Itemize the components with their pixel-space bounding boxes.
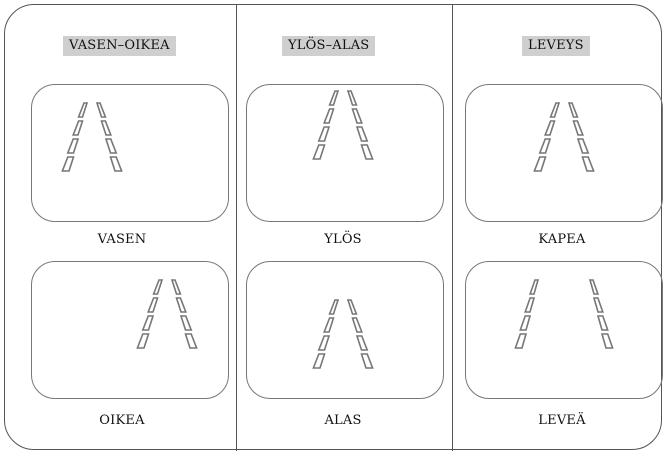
column-divider-1 [236, 5, 237, 451]
lane-marker [524, 297, 536, 313]
panel-ylos [246, 84, 444, 222]
heading-ylos-alas: YLÖS–ALAS [282, 36, 376, 56]
lane-marker [549, 102, 561, 118]
caption-ylos: YLÖS [324, 232, 362, 247]
lane-marker [66, 138, 80, 154]
road-icon [312, 90, 374, 160]
lane-marker [346, 299, 358, 315]
lane-marker [355, 126, 369, 142]
caption-oikea: OIKEA [99, 413, 145, 428]
lane-marker [179, 315, 193, 331]
caption-vasen: VASEN [97, 232, 147, 247]
lane-marker [312, 144, 326, 160]
lane-marker [61, 156, 75, 172]
lane-marker [175, 297, 187, 313]
road-icon [61, 102, 123, 172]
panel-oikea [31, 261, 229, 399]
road-icon [514, 279, 614, 349]
lane-marker [147, 297, 159, 313]
lane-marker [152, 279, 164, 295]
lane-marker [581, 156, 595, 172]
lane-marker [317, 126, 331, 142]
lane-marker [184, 333, 198, 349]
lane-marker [588, 279, 600, 295]
lane-marker [346, 90, 358, 106]
lane-marker [572, 120, 584, 136]
lane-marker [544, 120, 556, 136]
heading-vasen-oikea: VASEN–OIKEA [63, 36, 176, 56]
panel-alas [246, 261, 444, 399]
heading-leveys: LEVEYS [522, 36, 590, 56]
column-divider-2 [452, 5, 453, 451]
lane-marker [514, 333, 528, 349]
panel-kapea [465, 84, 663, 222]
lane-marker [538, 138, 552, 154]
lane-marker [528, 279, 540, 295]
lane-marker [141, 315, 155, 331]
lane-marker [136, 333, 150, 349]
lane-marker [328, 299, 340, 315]
road-icon [312, 299, 374, 369]
lane-marker [592, 297, 604, 313]
lane-marker [100, 120, 112, 136]
lane-marker [360, 144, 374, 160]
road-icon [136, 279, 198, 349]
lane-marker [312, 353, 326, 369]
lane-marker [328, 90, 340, 106]
lane-marker [600, 333, 614, 349]
lane-marker [323, 108, 335, 124]
lane-marker [317, 335, 331, 351]
panel-levea [465, 261, 663, 399]
lane-marker [576, 138, 590, 154]
outer-frame [4, 4, 662, 450]
lane-marker [533, 156, 547, 172]
lane-marker [77, 102, 89, 118]
caption-kapea: KAPEA [538, 232, 586, 247]
lane-marker [109, 156, 123, 172]
lane-marker [104, 138, 118, 154]
lane-marker [351, 108, 363, 124]
lane-marker [351, 317, 363, 333]
lane-marker [72, 120, 84, 136]
lane-marker [95, 102, 107, 118]
panel-vasen [31, 84, 229, 222]
lane-marker [355, 335, 369, 351]
lane-marker [596, 315, 609, 331]
lane-marker [323, 317, 335, 333]
lane-marker [360, 353, 374, 369]
caption-levea: LEVEÄ [538, 413, 586, 428]
road-icon [533, 102, 595, 172]
lane-marker [567, 102, 579, 118]
lane-marker [519, 315, 532, 331]
caption-alas: ALAS [324, 413, 362, 428]
lane-marker [170, 279, 182, 295]
